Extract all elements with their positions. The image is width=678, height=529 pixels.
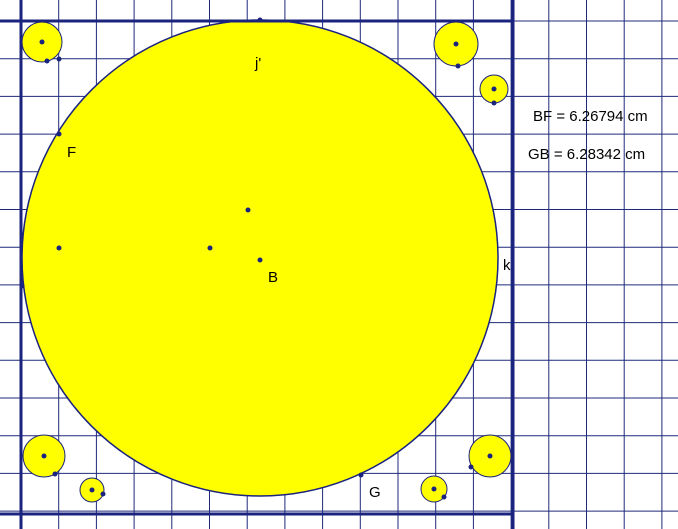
point-small-brs-center[interactable] [431, 486, 437, 492]
point-small-br-center[interactable] [487, 453, 493, 459]
point-small-tl-b[interactable] [56, 56, 62, 62]
measurement-bf: BF = 6.26794 cm [533, 108, 648, 125]
point-F[interactable] [56, 131, 62, 137]
label-k: k [503, 257, 511, 274]
small-disks [21, 21, 512, 503]
label-G: G [369, 484, 381, 501]
point-small-bl-center[interactable] [41, 453, 47, 459]
point-mid-left[interactable] [207, 245, 213, 251]
point-center-upper[interactable] [245, 207, 251, 213]
point-j-prime[interactable] [257, 17, 263, 23]
point-left[interactable] [56, 245, 62, 251]
point-small-tl-center[interactable] [39, 39, 45, 45]
labels: j' F B G k [67, 55, 511, 501]
point-small-ru-center[interactable] [491, 86, 497, 92]
points [19, 17, 497, 500]
point-G[interactable] [358, 472, 364, 478]
point-small-tl-a[interactable] [44, 58, 50, 64]
point-B[interactable] [257, 257, 263, 263]
measurements: BF = 6.26794 cm GB = 6.28342 cm [528, 108, 648, 163]
point-small-bls-center[interactable] [89, 487, 95, 493]
point-small-bl-a[interactable] [52, 471, 58, 477]
label-B: B [268, 269, 278, 286]
point-small-br-a[interactable] [468, 464, 474, 470]
point-small-bls-a[interactable] [100, 491, 106, 497]
point-left-edge[interactable] [19, 283, 25, 289]
point-small-brs-a[interactable] [441, 494, 447, 500]
label-j-prime: j' [254, 55, 261, 72]
point-small-ru-a[interactable] [491, 100, 497, 106]
measurement-gb: GB = 6.28342 cm [528, 146, 645, 163]
label-F: F [67, 144, 76, 161]
point-small-tr-a[interactable] [455, 63, 461, 69]
border-lines [0, 0, 515, 529]
point-small-tr-center[interactable] [453, 41, 459, 47]
